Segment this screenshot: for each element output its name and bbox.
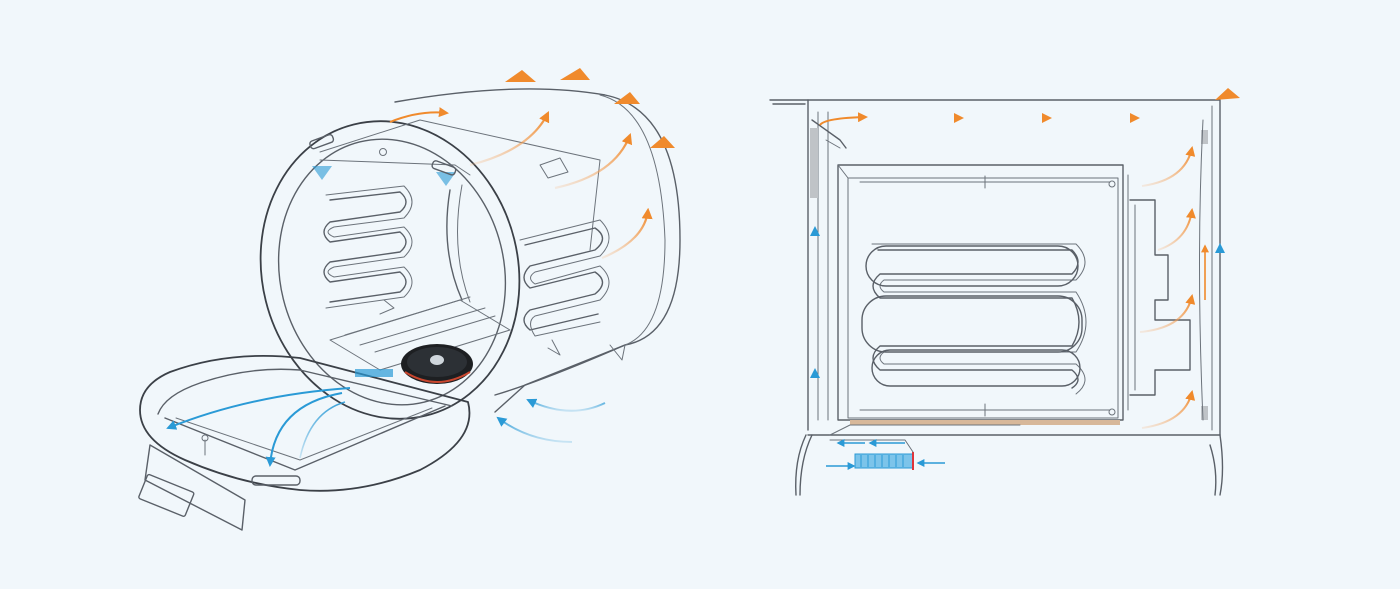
hot-air-flow-perspective [389, 107, 653, 260]
oven-cross-section-view [769, 88, 1240, 496]
oven-door-open [138, 354, 471, 531]
cool-air-flow-section [810, 226, 1225, 470]
bottom-fan [829, 439, 914, 470]
bottom-heat-strip [829, 420, 1120, 436]
interior-cavity [319, 119, 601, 251]
heating-element-right [519, 219, 610, 337]
exhaust-plumes-perspective [505, 68, 675, 148]
heating-element-section [861, 243, 1087, 395]
front-ring [259, 120, 521, 420]
top-vents [309, 133, 457, 186]
oven-perspective-view [138, 68, 681, 531]
insulation-panels [810, 128, 1208, 420]
inner-chamber [817, 111, 1129, 421]
top-vent-duct [811, 119, 847, 149]
inner-side-rail [446, 184, 471, 303]
heating-element-left [323, 185, 413, 309]
rack [329, 296, 511, 371]
rear-duct-profile [1129, 119, 1204, 421]
outer-shell [769, 99, 1224, 496]
hot-air-flow-section [819, 88, 1240, 429]
cooling-fan [401, 344, 473, 384]
cool-air-flow-perspective [166, 387, 606, 467]
oven-cylinder-body [394, 88, 681, 413]
